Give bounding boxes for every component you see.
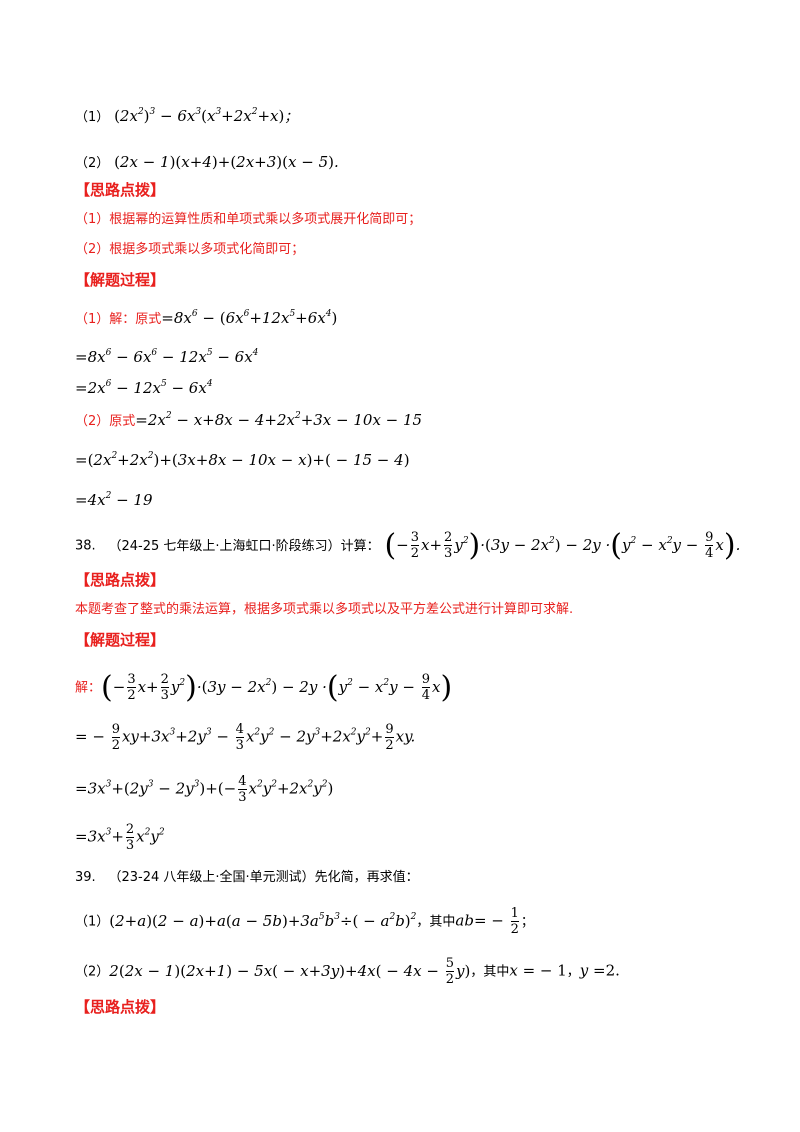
problem-1: （1） (2x2)3 − 6x3(x3+2x2+x)； [75, 106, 297, 128]
question-39-number: 39. [75, 870, 96, 885]
section-heading-hint: 【思路点拨】 [75, 181, 166, 199]
section-heading-solution-38: 【解题过程】 [75, 631, 166, 649]
solution-1-label: （1）解：原式 [75, 312, 162, 327]
problem-2-number: （2） [75, 156, 110, 171]
solution-1-line-a: （1）解：原式=8x6 − (6x6+12x5+6x4) [75, 309, 338, 327]
question-39-source: （23-24 八年级上·全国·单元测试）先化简，再求值： [108, 870, 419, 885]
hint-line-2: （2）根据多项式乘以多项式化简即可； [75, 242, 305, 257]
solution-38-label: 解： [75, 680, 102, 696]
hint-line-1: （1）根据幂的运算性质和单项式乘以多项式展开化简即可； [75, 212, 422, 227]
section-heading-hint-38: 【思路点拨】 [75, 571, 166, 589]
problem-1-number: （1） [75, 110, 110, 125]
problem-2: （2） (2x − 1)(x+4)+(2x+3)(x − 5). [75, 152, 339, 174]
question-38-number: 38. [75, 538, 96, 554]
section-heading-hint-39: 【思路点拨】 [75, 998, 166, 1016]
question-39-part-2: （2）2(2x − 1)(2x+1) − 5x( − x+3y)+4x( − 4… [75, 956, 620, 987]
hint-38: 本题考查了整式的乘法运算，根据多项式乘以多项式以及平方差公式进行计算即可求解. [75, 602, 574, 617]
problem-2-expression: (2x − 1)(x+4)+(2x+3)(x − 5). [114, 153, 339, 171]
solution-2-line-b: =(2x2+2x2)+(3x+8x − 10x − x)+( − 15 − 4) [75, 451, 410, 469]
solution-1-line-b: =8x6 − 6x6 − 12x5 − 6x4 [75, 348, 259, 366]
problem-1-expression: (2x2)3 − 6x3(x3+2x2+x)； [114, 107, 298, 125]
solution-2-label: （2）原式 [75, 414, 136, 429]
question-39: 39. （23-24 八年级上·全国·单元测试）先化简，再求值： [75, 866, 419, 888]
solution-1-line-c: =2x6 − 12x5 − 6x4 [75, 379, 213, 397]
solution-2-line-c: =4x2 − 19 [75, 491, 153, 509]
question-38-source: （24-25 七年级上·上海虹口·阶段练习）计算： [108, 538, 380, 554]
section-heading-solution: 【解题过程】 [75, 271, 166, 289]
question-39-part-1: （1）(2+a)(2 − a)+a(a − 5b)+3a5b3÷( − a2b)… [75, 906, 534, 937]
solution-2-line-a: （2）原式=2x2 − x+8x − 4+2x2+3x − 10x − 15 [75, 411, 423, 429]
